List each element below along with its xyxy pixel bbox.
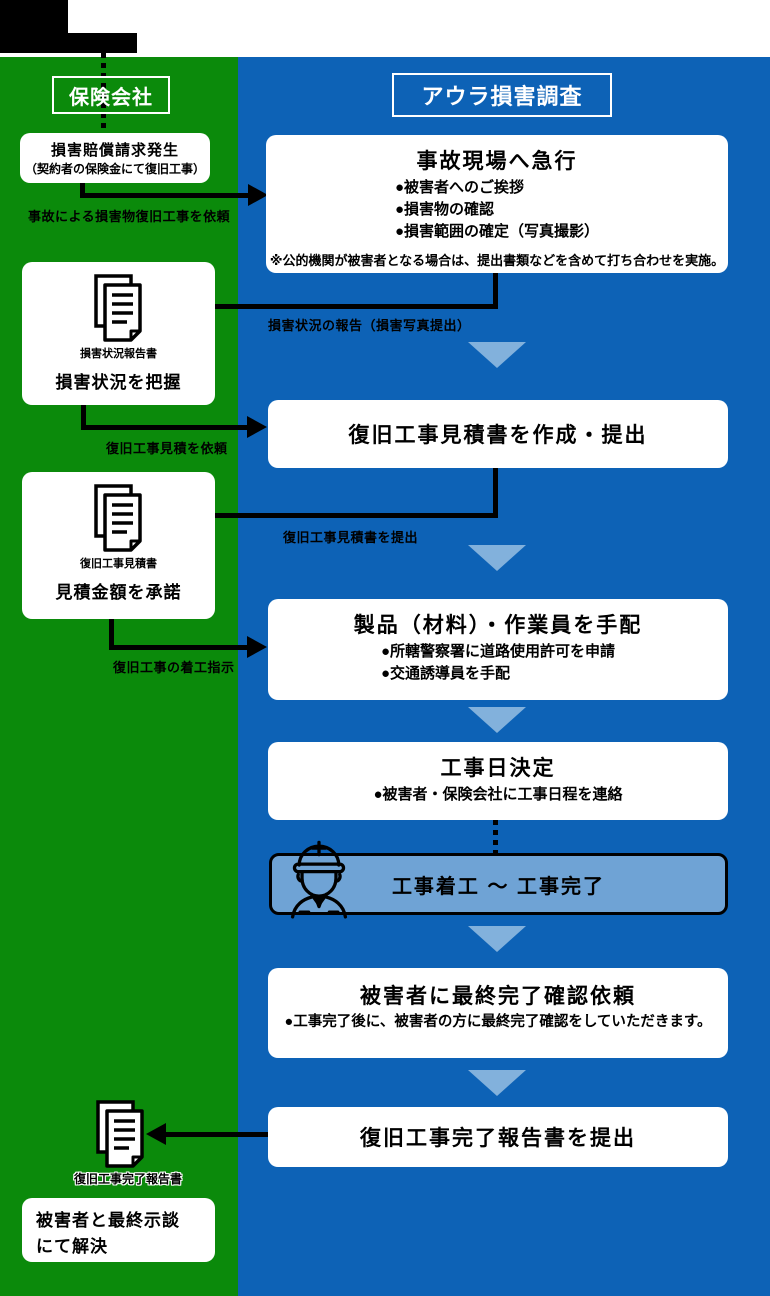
approve-doc-label: 復旧工事見積書 — [80, 558, 157, 570]
insurer-header: 保険会社 — [52, 76, 170, 114]
connector-line — [164, 513, 498, 518]
grasp-box: 損害状況報告書 損害状況を把握 — [22, 262, 215, 405]
claim-box-subtitle: （契約者の保険金にて復旧工事） — [24, 162, 205, 176]
document-icon — [94, 274, 142, 342]
final-doc-label: 復旧工事完了報告書 — [74, 1172, 183, 1186]
insurer-header-label: 保険会社 — [69, 86, 153, 109]
grasp-box-title: 損害状況を把握 — [55, 373, 182, 392]
connector-line — [164, 304, 498, 309]
connector-line — [81, 425, 249, 430]
document-icon — [96, 1100, 144, 1168]
claim-box-title: 損害賠償請求発生 — [50, 142, 179, 159]
settle-box: 被害者と最終示談 にて解決 — [22, 1198, 215, 1262]
cropped-header-bar — [0, 33, 137, 53]
estimate-box: 復旧工事見積書を作成・提出 — [268, 400, 728, 468]
arrow-label-start-order: 復旧工事の着工指示 — [113, 660, 235, 675]
cropped-header-block — [0, 0, 68, 35]
construction-box-title: 工事着工 ～ 工事完了 — [391, 875, 606, 898]
arrowhead-right-icon — [247, 416, 267, 438]
arrow-label-request: 事故による損害物復旧工事を依頼 — [28, 209, 231, 224]
approve-box: 復旧工事見積書 見積金額を承諾 — [22, 472, 215, 619]
approve-box-title: 見積金額を承諾 — [55, 583, 182, 602]
arrowhead-right-icon — [248, 184, 268, 206]
arrowhead-left-icon — [146, 1123, 166, 1145]
arrange-bullet-2: ●交通誘導員を手配 — [380, 664, 511, 682]
rush-bullet-1: ●被害者へのご挨拶 — [394, 179, 525, 196]
flow-down-arrow-icon — [468, 1070, 526, 1096]
construction-box: 工事着工 ～ 工事完了 — [269, 853, 728, 915]
arrow-label-estimate-request: 復旧工事見積を依頼 — [106, 441, 228, 456]
flow-down-arrow-icon — [468, 545, 526, 571]
final-report-box-title: 復旧工事完了報告書を提出 — [360, 1127, 636, 1150]
worker-icon — [290, 840, 348, 919]
final-check-box-title: 被害者に最終完了確認依頼 — [360, 985, 636, 1008]
rush-box-note: ※公的機関が被害者となる場合は、提出書類などを含めて打ち合わせを実施。 — [269, 253, 725, 269]
document-icon — [94, 484, 142, 552]
final-report-box: 復旧工事完了報告書を提出 — [268, 1107, 728, 1167]
connector-line — [164, 1132, 268, 1137]
final-check-box: 被害者に最終完了確認依頼 ●工事完了後に、被害者の方に最終完了確認をしていただき… — [268, 968, 728, 1058]
connector-line — [109, 619, 114, 650]
schedule-bullet-1: ●被害者・保険会社に工事日程を連絡 — [373, 786, 623, 803]
settle-box-line1: 被害者と最終示談 — [36, 1211, 180, 1230]
connector-line — [109, 645, 249, 650]
flow-down-arrow-icon — [468, 342, 526, 368]
aura-header-label: アウラ損害調査 — [421, 84, 583, 109]
estimate-box-title: 復旧工事見積書を作成・提出 — [348, 424, 648, 447]
aura-header: アウラ損害調査 — [392, 73, 612, 117]
claim-box: 損害賠償請求発生 （契約者の保険金にて復旧工事） — [20, 133, 210, 183]
rush-box: 事故現場へ急行 ●被害者へのご挨拶 ●損害物の確認 ●損害範囲の確定（写真撮影）… — [266, 135, 728, 273]
arrowhead-right-icon — [247, 636, 267, 658]
settle-box-line2: にて解決 — [36, 1236, 108, 1256]
flow-down-arrow-icon — [468, 926, 526, 952]
dotted-connector — [101, 53, 106, 133]
final-check-bullet-1: ●工事完了後に、被害者の方に最終完了確認をしていただきます。 — [284, 1014, 712, 1030]
schedule-box-title: 工事日決定 — [440, 757, 556, 780]
rush-bullet-3: ●損害範囲の確定（写真撮影） — [394, 222, 600, 240]
rush-box-title: 事故現場へ急行 — [416, 150, 578, 173]
connector-line — [493, 468, 498, 518]
connector-line — [493, 273, 498, 309]
connector-line — [81, 405, 86, 430]
grasp-doc-label: 損害状況報告書 — [80, 348, 157, 360]
arrange-bullet-1: ●所轄警察署に道路使用許可を申請 — [380, 643, 616, 660]
arrange-box-title: 製品（材料）・作業員を手配 — [353, 614, 643, 637]
arrow-label-report: 損害状況の報告（損害写真提出） — [268, 318, 471, 333]
flow-down-arrow-icon — [468, 707, 526, 733]
schedule-box: 工事日決定 ●被害者・保険会社に工事日程を連絡 — [268, 742, 728, 820]
connector-line — [80, 183, 85, 198]
rush-bullet-2: ●損害物の確認 — [394, 200, 495, 218]
arrow-label-estimate-submit: 復旧工事見積書を提出 — [283, 530, 419, 545]
connector-line — [80, 193, 250, 198]
dotted-connector — [493, 820, 498, 855]
arrange-box: 製品（材料）・作業員を手配 ●所轄警察署に道路使用許可を申請 ●交通誘導員を手配 — [268, 599, 728, 700]
